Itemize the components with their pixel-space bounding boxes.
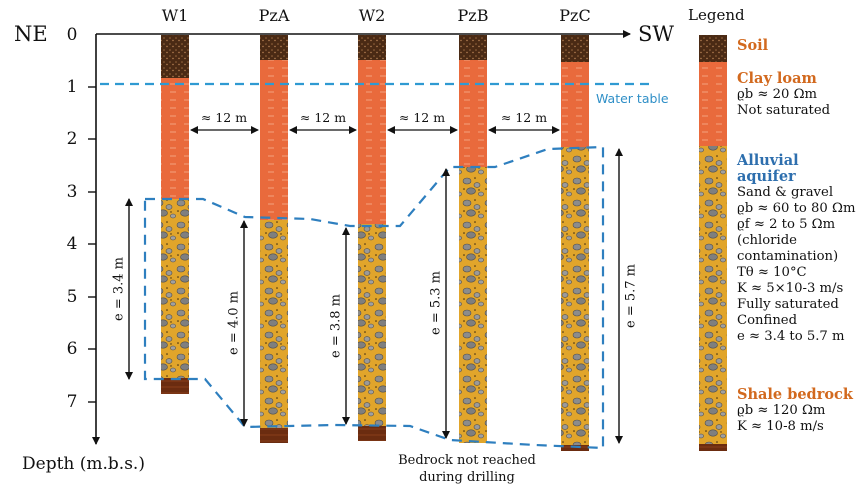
depth-tick-4: 4 [66,234,78,254]
well-column-pzc [561,35,589,451]
depth-tick-0: 0 [66,25,78,45]
thickness-label-w2: e = 3.8 m [328,294,344,358]
legend-clay-resistivity: ϱb ≈ 20 Ωm [737,87,818,102]
pzc-clay [561,62,589,147]
legend-text: Soil Clay loam ϱb ≈ 20 Ωm Not saturated … [737,30,860,435]
pzb-soil [459,35,487,60]
pzb-aquifer [459,167,487,443]
legend-aquifer-line-7: K ≈ 5×10-3 m/s [737,281,844,296]
well-label-pzc: PzC [559,6,591,25]
w1-clay [161,78,189,199]
w2-aquifer [358,224,386,426]
spacing-label-1: ≈ 12 m [200,110,248,125]
depth-tick-1: 1 [66,77,78,97]
legend-aquifer-line-9: Confined [737,313,798,328]
spacing-label-4: ≈ 12 m [500,110,548,125]
direction-sw: SW [638,22,674,46]
legend-aquifer-line-10: e ≈ 3.4 to 5.7 m [737,329,845,344]
well-column-pzb [459,35,487,443]
legend-clay-swatch [699,62,727,146]
legend-aquifer-swatch [699,146,727,444]
w2-soil [358,35,386,60]
depth-tick-3: 3 [66,182,78,202]
thickness-label-w1: e = 3.4 m [111,257,127,321]
legend-soil-swatch [699,35,727,62]
legend-aquifer-line-1: Sand & gravel [737,185,834,200]
legend-aquifer-line-8: Fully saturated [737,297,839,312]
pza-soil [260,35,288,60]
legend-aquifer-line-2: ϱb ≈ 60 to 80 Ωm [737,201,856,216]
w2-bedrock [358,426,386,441]
pza-clay [260,60,288,220]
legend-clay-title: Clay loam [737,70,817,87]
pza-bedrock [260,428,288,443]
legend-title: Legend [688,6,745,24]
legend-aquifer-line-6: Tθ ≈ 10°C [737,265,807,280]
pzc-soil [561,35,589,62]
w1-bedrock [161,378,189,394]
depth-tick-5: 5 [66,287,78,307]
legend-aquifer-line-4: (chloride [737,233,797,248]
well-label-pzb: PzB [457,6,489,25]
spacing-label-2: ≈ 12 m [299,110,347,125]
thickness-label-pza: e = 4.0 m [226,291,242,355]
pzb-clay [459,60,487,167]
water-table-label: Water table [596,91,669,106]
depth-axis-label: Depth (m.b.s.) [22,454,145,474]
well-column-w1 [161,35,189,394]
depth-axis-ticks [88,86,96,403]
well-label-w1: W1 [161,6,189,25]
well-label-pza: PzA [258,6,290,25]
legend-aquifer-title: Alluvial aquifer [737,152,799,185]
pza-aquifer [260,220,288,428]
thickness-label-pzb: e = 5.3 m [428,271,444,335]
depth-tick-2: 2 [66,129,78,149]
well-label-w2: W2 [358,6,386,25]
w2-clay [358,60,386,224]
depth-tick-6: 6 [66,339,78,359]
well-column-w2 [358,35,386,441]
thickness-arrows [125,148,623,444]
thickness-label-pzc: e = 5.7 m [623,264,639,328]
legend-soil-title: Soil [737,37,769,54]
depth-tick-7: 7 [66,392,78,412]
well-column-pza [260,35,288,443]
legend-bedrock-conductivity: K ≈ 10-8 m/s [737,419,824,434]
legend-aquifer-line-5: contamination) [737,249,839,264]
legend-column [699,35,727,451]
spacing-label-3: ≈ 12 m [398,110,446,125]
bedrock-note: Bedrock not reached during drilling [398,453,536,485]
legend-bedrock-swatch [699,444,727,451]
pzc-aquifer [561,147,589,445]
w1-aquifer [161,199,189,378]
legend-bedrock-resistivity: ϱb ≈ 120 Ωm [737,403,826,418]
pzc-bedrock [561,445,589,451]
legend-clay-saturation: Not saturated [737,103,831,118]
legend-aquifer-line-3: ϱf ≈ 2 to 5 Ωm [737,217,836,232]
direction-ne: NE [14,22,48,46]
w1-soil [161,35,189,78]
legend-bedrock-title: Shale bedrock [737,386,853,403]
